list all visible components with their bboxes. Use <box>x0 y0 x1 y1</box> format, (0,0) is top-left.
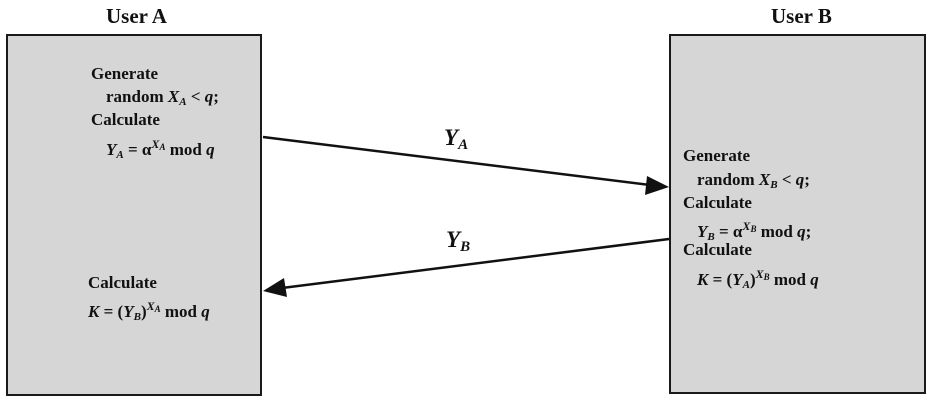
user-b-generate-expression: random XB < q; <box>697 170 810 191</box>
user-b-box <box>669 34 926 394</box>
user-b-title: User B <box>771 4 832 28</box>
user-a-public-key-expression: YA = αXA mod q <box>106 137 215 161</box>
arrow-a-to-b <box>262 135 669 195</box>
arrow-b-to-a <box>263 237 670 297</box>
user-b-calculate-label-2: Calculate <box>683 240 752 259</box>
user-b-public-key-expression: YB = αXB mod q; <box>697 219 812 243</box>
message-label-y-b: YB <box>446 227 471 255</box>
user-b-generate-label: Generate <box>683 146 751 165</box>
user-a-generate-expression: random XA < q; <box>106 87 219 108</box>
user-a-title: User A <box>106 4 167 28</box>
user-a-shared-key-expression: K = (YB)XA mod q <box>88 299 210 323</box>
user-b-shared-key-expression: K = (YA)XB mod q <box>697 267 819 291</box>
user-b-calculate-label-1: Calculate <box>683 193 752 212</box>
user-a-calculate-label-1: Calculate <box>91 110 160 129</box>
user-a-box <box>6 34 262 396</box>
message-label-y-a: YA <box>444 125 469 153</box>
user-a-calculate-label-2: Calculate <box>88 273 157 292</box>
user-a-generate-label: Generate <box>91 64 159 83</box>
